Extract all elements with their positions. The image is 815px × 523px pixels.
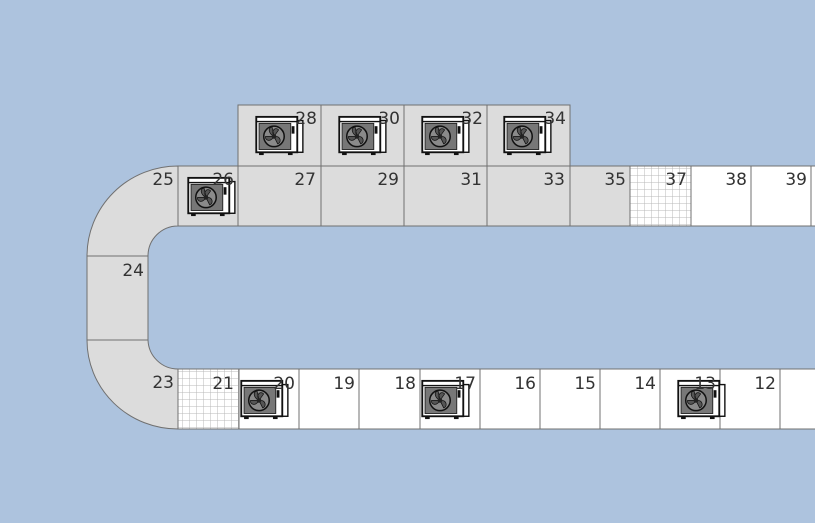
cell-label: 31 xyxy=(460,170,482,190)
cell-label: 35 xyxy=(604,170,626,190)
cell-24[interactable] xyxy=(86,255,149,341)
cell-29[interactable] xyxy=(320,165,405,227)
cell-21[interactable] xyxy=(177,368,240,430)
cell-label: 30 xyxy=(378,109,400,129)
cell-label: 14 xyxy=(634,374,656,394)
cell-label: 37 xyxy=(665,170,687,190)
cell-continuation-top[interactable] xyxy=(810,165,815,227)
cell-label: 28 xyxy=(295,109,317,129)
cell-16[interactable] xyxy=(479,368,541,430)
cell-label: 33 xyxy=(543,170,565,190)
cell-label: 26 xyxy=(212,170,234,190)
cell-label: 16 xyxy=(514,374,536,394)
cell-37[interactable] xyxy=(629,165,692,227)
cell-label: 17 xyxy=(454,374,476,394)
cell-label: 25 xyxy=(152,170,174,190)
cell-label: 18 xyxy=(394,374,416,394)
cell-label: 23 xyxy=(152,373,174,393)
cell-label: 39 xyxy=(785,170,807,190)
cell-label: 20 xyxy=(273,374,295,394)
cell-label: 19 xyxy=(333,374,355,394)
cell-label: 15 xyxy=(574,374,596,394)
cell-14[interactable] xyxy=(599,368,661,430)
cell-label: 32 xyxy=(461,109,483,129)
cell-25[interactable] xyxy=(86,165,179,257)
cell-continuation-bottom[interactable] xyxy=(779,368,815,430)
cell-15[interactable] xyxy=(539,368,601,430)
cell-23[interactable] xyxy=(86,339,179,430)
cell-label: 27 xyxy=(294,170,316,190)
cell-38[interactable] xyxy=(690,165,752,227)
cell-39[interactable] xyxy=(750,165,812,227)
cell-label: 12 xyxy=(754,374,776,394)
cell-label: 24 xyxy=(122,261,144,281)
cell-label: 21 xyxy=(212,374,234,394)
cell-label: 29 xyxy=(377,170,399,190)
cell-label: 34 xyxy=(544,109,566,129)
cell-12[interactable] xyxy=(719,368,781,430)
cell-label: 38 xyxy=(725,170,747,190)
cell-33[interactable] xyxy=(486,165,571,227)
cell-18[interactable] xyxy=(358,368,421,430)
cell-label: 13 xyxy=(694,374,716,394)
cell-31[interactable] xyxy=(403,165,488,227)
